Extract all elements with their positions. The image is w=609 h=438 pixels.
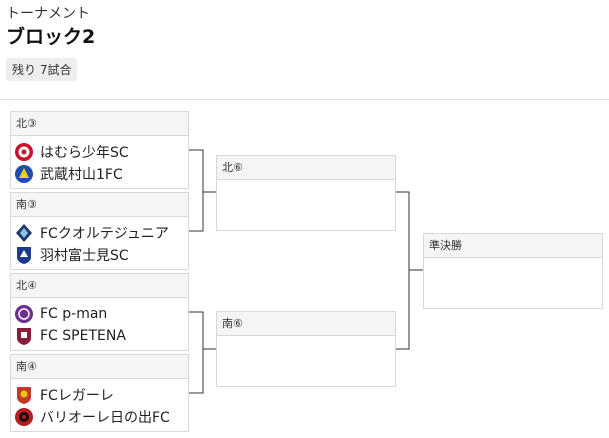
team-name: FCクオルテジュニア: [40, 226, 169, 242]
team-row[interactable]: FCクオルテジュニア: [14, 223, 169, 243]
match-minami-6[interactable]: 南⑥: [216, 311, 396, 387]
team-row[interactable]: 武蔵村山1FC: [14, 164, 123, 184]
team-row[interactable]: バリオーレ日の出FC: [14, 407, 170, 427]
page-title: ブロック2: [6, 26, 96, 48]
match-minami-3[interactable]: 南③ FCクオルテジュニア 羽村富士見SC: [10, 192, 189, 270]
page-subtitle: トーナメント: [6, 6, 90, 22]
match-label: 準決勝: [424, 234, 602, 258]
team-name: FC p-man: [40, 306, 108, 322]
match-kita-6[interactable]: 北⑥: [216, 155, 396, 231]
match-minami-4[interactable]: 南④ FCレガーレ バリオーレ日の出FC: [10, 354, 189, 432]
team-row[interactable]: FC p-man: [14, 304, 107, 324]
team-name: 武蔵村山1FC: [40, 167, 123, 183]
musashimurayama-crest-icon: [15, 165, 33, 183]
connector-pair-2: [189, 311, 204, 394]
header-divider: [0, 99, 609, 100]
team-row[interactable]: FCレガーレ: [14, 385, 114, 405]
legare-crest-icon: [17, 387, 31, 404]
match-kita-3[interactable]: 北③ はむら少年SC 武蔵村山1FC: [10, 111, 189, 189]
match-label: 北③: [11, 112, 188, 136]
spetena-crest-icon: [17, 328, 31, 345]
team-name: 羽村富士見SC: [40, 248, 129, 264]
match-label: 南⑥: [217, 312, 395, 336]
match-label: 南④: [11, 355, 188, 379]
remaining-matches-badge: 残り 7試合: [6, 58, 78, 81]
team-name: はむら少年SC: [40, 145, 129, 161]
team-name: FCレガーレ: [40, 388, 114, 404]
fujimi-crest-icon: [17, 247, 31, 264]
match-label: 北④: [11, 274, 188, 298]
hamura-crest-icon: [15, 143, 33, 161]
match-label: 北⑥: [217, 156, 395, 180]
team-row[interactable]: 羽村富士見SC: [14, 245, 129, 265]
pman-crest-icon: [15, 305, 33, 323]
team-name: FC SPETENA: [40, 328, 126, 344]
match-kita-4[interactable]: 北④ FC p-man FC SPETENA: [10, 273, 189, 351]
qualte-crest-icon: [16, 224, 32, 242]
connector-pair-1: [189, 149, 204, 232]
connector-round2: [396, 191, 410, 350]
team-row[interactable]: FC SPETENA: [14, 326, 126, 346]
team-row[interactable]: はむら少年SC: [14, 142, 129, 162]
match-semifinal[interactable]: 準決勝: [423, 233, 603, 309]
bariole-crest-icon: [15, 408, 33, 426]
match-label: 南③: [11, 193, 188, 217]
team-name: バリオーレ日の出FC: [40, 410, 170, 426]
